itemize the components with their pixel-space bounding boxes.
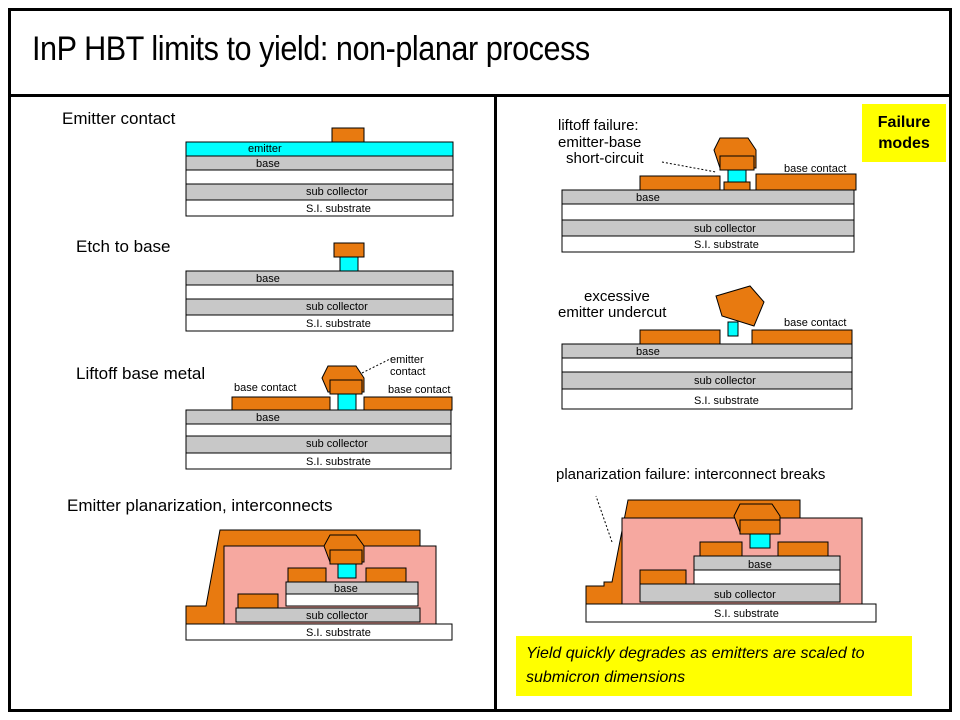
label-subcollector-1: sub collector [306, 186, 368, 198]
label-subcollector-3: sub collector [306, 438, 368, 450]
column-divider [494, 94, 497, 712]
diagram-planarization [185, 529, 453, 641]
step-etch-to-base: Etch to base [76, 237, 171, 256]
label-base-f1: base [636, 192, 660, 204]
label-emitter: emitter [248, 143, 282, 155]
label-substrate-f1: S.I. substrate [694, 239, 759, 251]
label-base-f2: base [636, 346, 660, 358]
failure-modes-badge: Failure modes [862, 104, 946, 162]
label-subcollector-2: sub collector [306, 301, 368, 313]
label-substrate-f3: S.I. substrate [714, 608, 779, 620]
slide-frame [8, 8, 952, 712]
label-subcollector-f2: sub collector [694, 375, 756, 387]
failure-planarization: planarization failure: interconnect brea… [556, 466, 825, 483]
diagram-planarization-failure [585, 495, 877, 623]
diagram-etch-to-base [185, 242, 454, 332]
failure-badge-line2: modes [878, 135, 930, 152]
label-base-1: base [256, 158, 280, 170]
label-base-2: base [256, 273, 280, 285]
label-base-contact-f2: base contact [784, 317, 846, 329]
failure-liftoff-line2: emitter-base [558, 134, 641, 151]
label-emitter-contact-2: contact [390, 366, 425, 378]
diagram-excessive-undercut [561, 285, 853, 410]
yield-note: Yield quickly degrades as emitters are s… [516, 636, 912, 696]
diagram-emitter-contact [185, 127, 454, 217]
failure-badge-line1: Failure [877, 114, 931, 131]
step-emitter-contact: Emitter contact [62, 109, 176, 128]
failure-liftoff-line1: liftoff failure: [558, 117, 639, 134]
label-subcollector-f1: sub collector [694, 223, 756, 235]
label-subcollector-4: sub collector [306, 610, 368, 622]
label-subcollector-f3: sub collector [714, 589, 776, 601]
label-substrate-1: S.I. substrate [306, 203, 371, 215]
label-emitter-contact-1: emitter [390, 354, 424, 366]
failure-undercut-line1: excessive [584, 288, 650, 305]
step-planarization: Emitter planarization, interconnects [67, 496, 333, 515]
label-base-contact-right: base contact [388, 384, 450, 396]
label-base-contact-left: base contact [234, 382, 296, 394]
label-substrate-f2: S.I. substrate [694, 395, 759, 407]
diagram-liftoff-base-metal [185, 357, 453, 470]
label-base-4: base [334, 583, 358, 595]
label-base-3: base [256, 412, 280, 424]
step-liftoff-base-metal: Liftoff base metal [76, 364, 206, 383]
label-base-f3: base [748, 559, 772, 571]
label-substrate-3: S.I. substrate [306, 456, 371, 468]
slide-title: InP HBT limits to yield: non-planar proc… [32, 30, 590, 68]
failure-undercut-line2: emitter undercut [558, 304, 667, 321]
label-substrate-2: S.I. substrate [306, 318, 371, 330]
diagram-liftoff-failure [561, 137, 857, 253]
title-divider [8, 94, 952, 97]
label-substrate-4: S.I. substrate [306, 627, 371, 639]
failure-liftoff-line3: short-circuit [566, 150, 644, 167]
label-base-contact-f1: base contact [784, 163, 846, 175]
